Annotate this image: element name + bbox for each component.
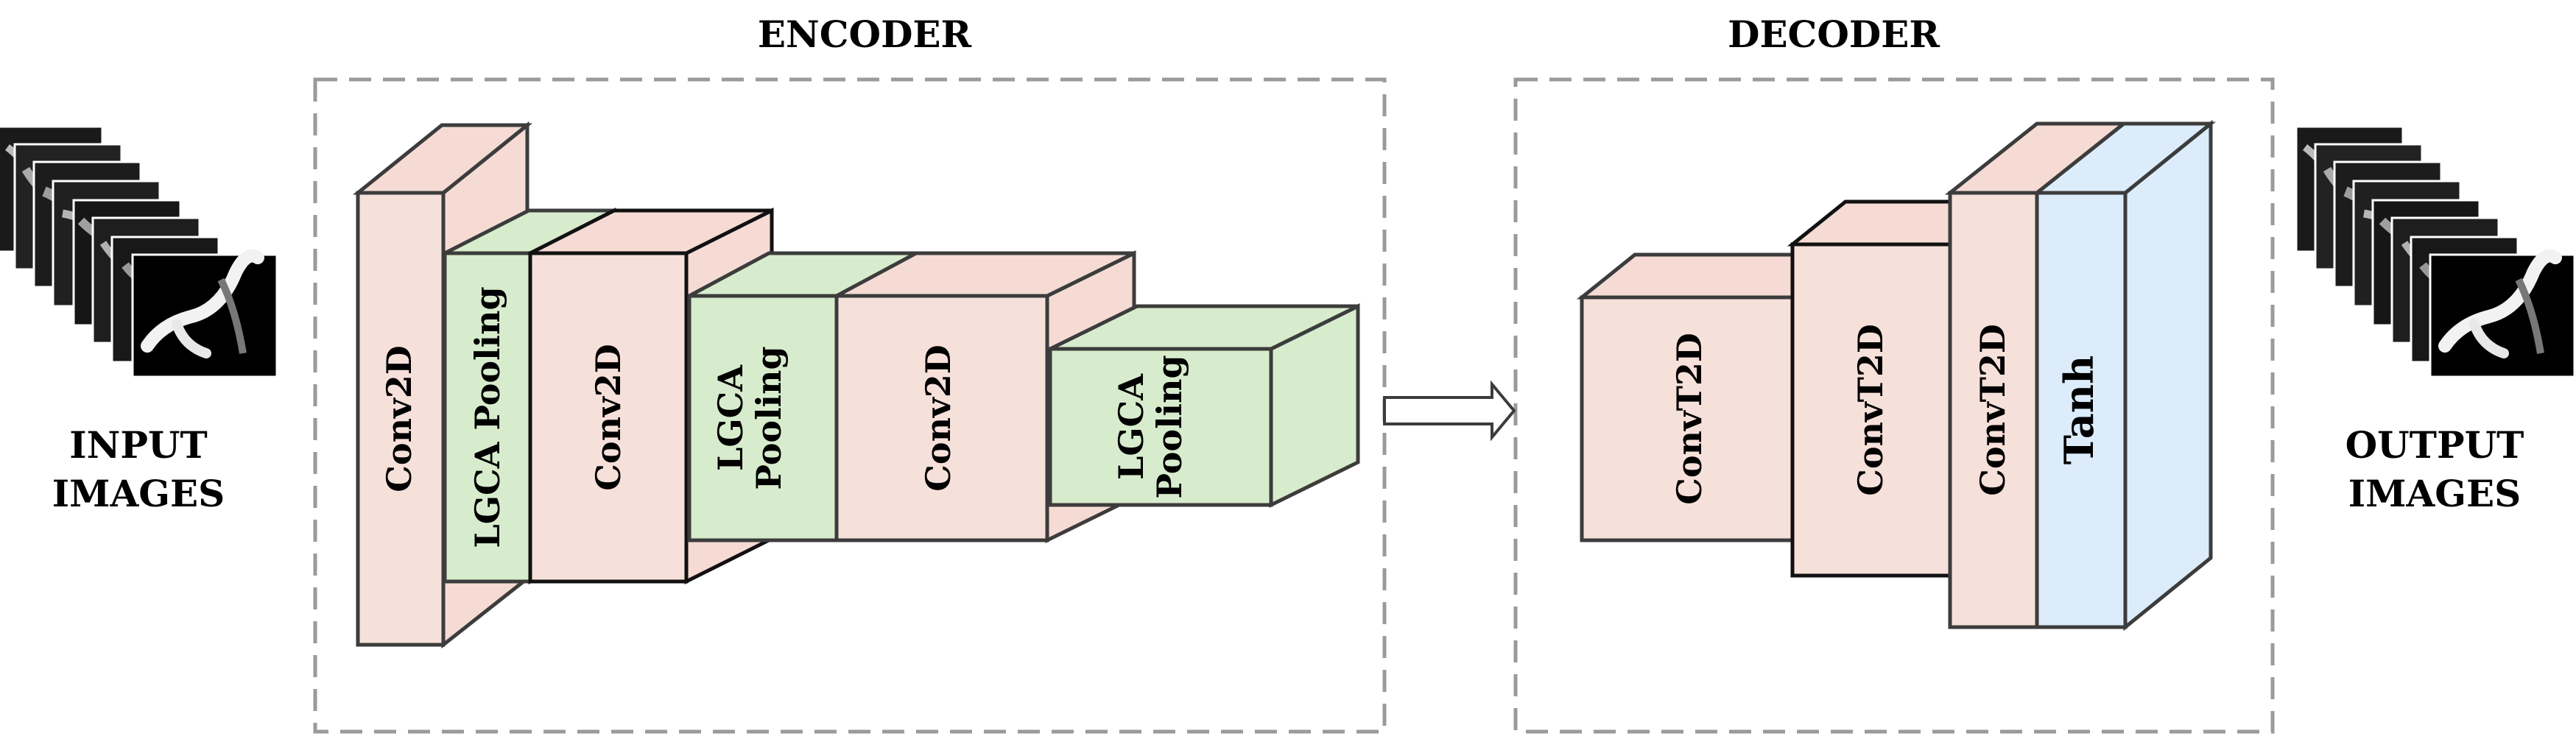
- image-stack-icon: [0, 125, 278, 378]
- decoder-layer-convt2d-3: ConvT2D: [1944, 121, 2130, 629]
- image-stack-icon: [2295, 125, 2576, 378]
- output-label-line2: IMAGES: [2348, 472, 2521, 515]
- arrow-right-icon: [1383, 380, 1516, 442]
- layer-label: LGCAPooling: [711, 346, 789, 489]
- output-label-line1: OUTPUT: [2346, 423, 2524, 467]
- layer-label: ConvT2D: [1851, 324, 1890, 496]
- decoder-layer-convt2d-1: ConvT2D: [1576, 252, 1851, 542]
- layer-label: LGCA Pooling: [468, 286, 507, 548]
- layer-label: Conv2D: [588, 344, 628, 490]
- input-label-line1: INPUT: [69, 423, 208, 467]
- layer-label: LGCAPooling: [1111, 355, 1189, 498]
- layer-label: Conv2D: [918, 344, 958, 491]
- layer-label: ConvT2D: [1973, 324, 2013, 496]
- layer-label: Conv2D: [379, 345, 419, 492]
- layer-label: Tanh: [2055, 356, 2102, 465]
- encoder-title: ENCODER: [758, 13, 972, 56]
- decoder-frame: [1513, 77, 2275, 734]
- encoder-layer-pooling-3: LGCAPooling: [1048, 303, 1360, 509]
- input-label-line2: IMAGES: [52, 472, 225, 515]
- decoder-title: DECODER: [1728, 13, 1940, 56]
- decoder-layer-tanh: Tanh: [2031, 119, 2217, 632]
- layer-label: ConvT2D: [1669, 333, 1709, 505]
